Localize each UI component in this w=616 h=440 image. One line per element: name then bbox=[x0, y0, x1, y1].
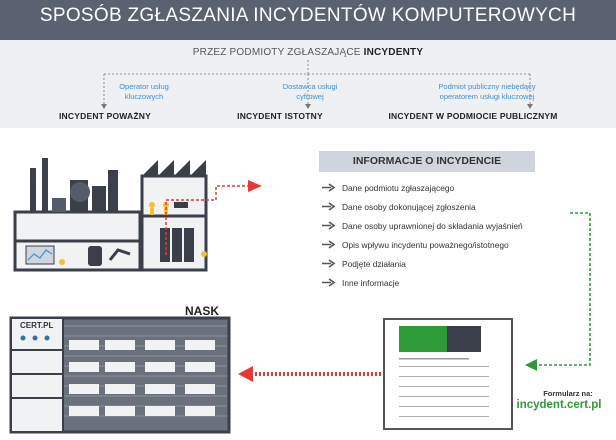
info-item-label: Dane podmiotu zgłaszającego bbox=[342, 183, 454, 193]
info-item: Dane podmiotu zgłaszającego bbox=[322, 183, 454, 193]
incident-serious: INCYDENT POWAŻNY bbox=[40, 111, 170, 121]
red-connector-to-nask bbox=[235, 365, 385, 383]
form-caption: Formularz na: bbox=[520, 389, 616, 398]
info-item: Podjęte działania bbox=[322, 259, 406, 269]
nask-label: NASK bbox=[185, 304, 219, 318]
info-item: Inne informacje bbox=[322, 278, 399, 288]
incident-public: INCYDENT W PODMIOCIE PUBLICZNYM bbox=[378, 111, 568, 121]
info-item-label: Podjęte działania bbox=[342, 259, 406, 269]
arrow-right-icon bbox=[322, 221, 336, 230]
arrow-right-icon bbox=[322, 202, 336, 211]
factory-illustration bbox=[0, 150, 280, 275]
form-url-link[interactable]: incydent.cert.pl bbox=[502, 399, 616, 411]
arrow-right-icon bbox=[322, 278, 336, 287]
arrow-right-icon bbox=[322, 183, 336, 192]
incident-significant: INCYDENT ISTOTNY bbox=[220, 111, 340, 121]
info-item-label: Inne informacje bbox=[342, 278, 399, 288]
page-title: SPOSÓB ZGŁASZANIA INCYDENTÓW KOMPUTEROWY… bbox=[0, 5, 616, 27]
info-title: INFORMACJE O INCYDENCIE bbox=[319, 151, 535, 172]
arrow-right-icon bbox=[322, 259, 336, 268]
cert-label: CERT.PL bbox=[20, 321, 53, 330]
form-screenshot bbox=[383, 318, 513, 430]
reporter-label-provider: Dostawca usługi cyfrowej bbox=[270, 82, 350, 102]
reporter-label-operator: Operator usług kluczowych bbox=[100, 82, 188, 102]
arrow-right-icon bbox=[322, 240, 336, 249]
reporter-label-public: Podmiot publiczny niebędący operatorem u… bbox=[426, 82, 548, 102]
